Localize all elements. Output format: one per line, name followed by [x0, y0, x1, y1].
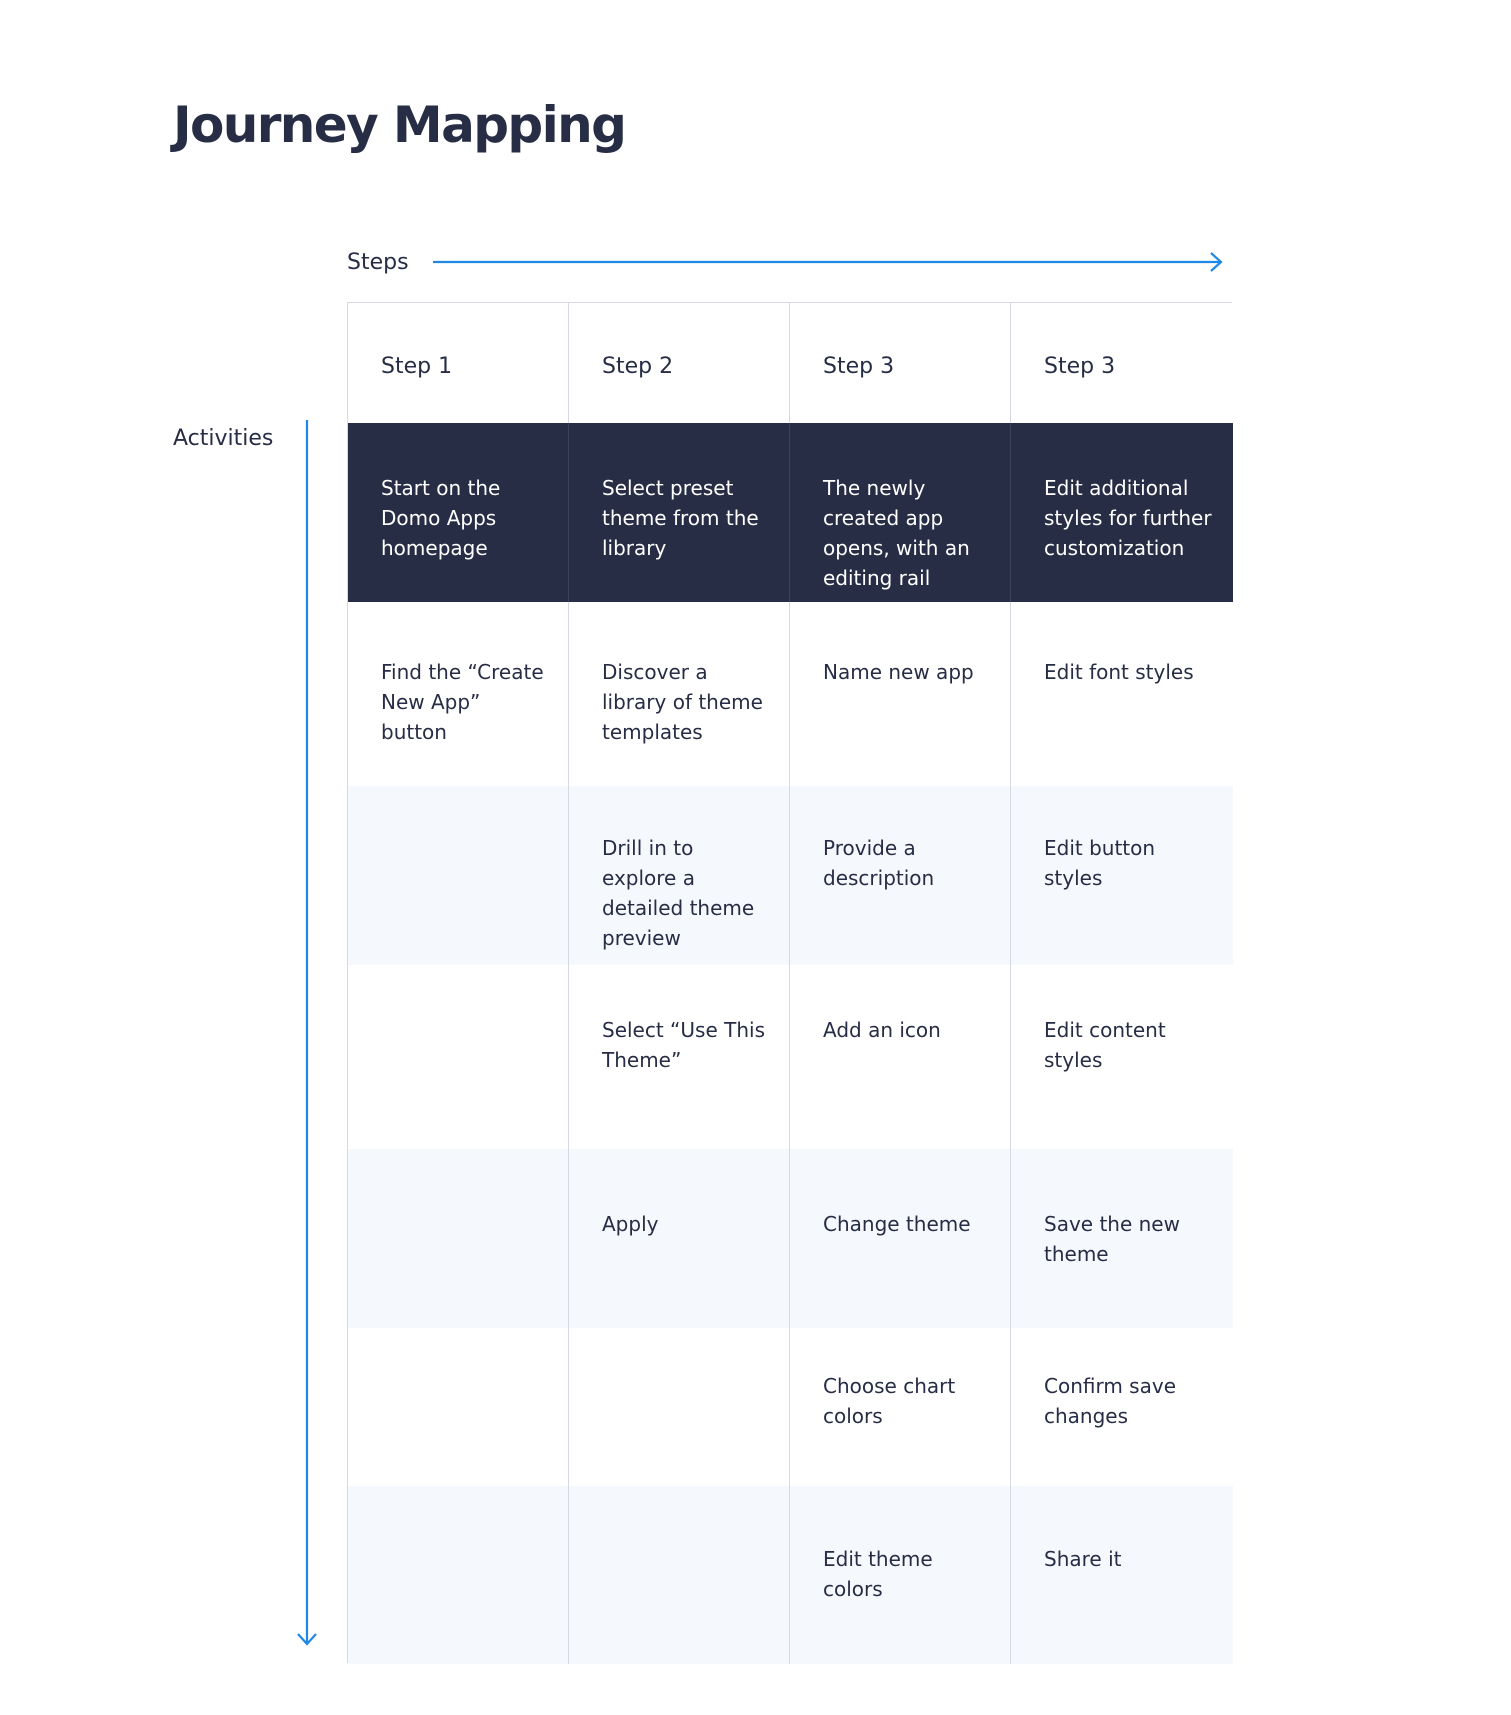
steps-axis-label: Steps	[347, 250, 409, 275]
activity-cell	[348, 965, 569, 1149]
activity-cell: Provide a description	[790, 786, 1011, 965]
column-header: Step 2	[569, 303, 790, 423]
journey-grid: Step 1 Step 2 Step 3 Step 3 Start on the…	[347, 302, 1233, 1664]
step-summary-cell: The newly created app opens, with an edi…	[790, 423, 1011, 602]
column-header: Step 3	[790, 303, 1011, 423]
activity-cell: Name new app	[790, 602, 1011, 786]
activity-cell	[348, 1486, 569, 1664]
activity-cell: Edit content styles	[1011, 965, 1233, 1149]
activity-cell: Add an icon	[790, 965, 1011, 1149]
step-summary-cell: Select preset theme from the library	[569, 423, 790, 602]
column-header: Step 3	[1011, 303, 1233, 423]
activity-cell: Edit button styles	[1011, 786, 1233, 965]
activity-cell: Discover a library of theme templates	[569, 602, 790, 786]
activities-axis-label: Activities	[173, 426, 274, 451]
activity-cell: Find the “Create New App” button	[348, 602, 569, 786]
steps-arrow-icon	[433, 252, 1223, 272]
column-header: Step 1	[348, 303, 569, 423]
activity-cell: Change theme	[790, 1149, 1011, 1328]
page-title: Journey Mapping	[173, 96, 627, 154]
activity-cell: Share it	[1011, 1486, 1233, 1664]
activity-cell	[348, 1328, 569, 1486]
step-summary-cell: Start on the Domo Apps homepage	[348, 423, 569, 602]
activity-cell: Select “Use This Theme”	[569, 965, 790, 1149]
activity-cell: Confirm save changes	[1011, 1328, 1233, 1486]
activity-cell	[569, 1328, 790, 1486]
activity-cell: Edit font styles	[1011, 602, 1233, 786]
activity-cell: Drill in to explore a detailed theme pre…	[569, 786, 790, 965]
activity-cell	[348, 786, 569, 965]
step-summary-cell: Edit additional styles for further custo…	[1011, 423, 1233, 602]
activity-cell: Save the new theme	[1011, 1149, 1233, 1328]
activity-cell	[348, 1149, 569, 1328]
activity-cell: Choose chart colors	[790, 1328, 1011, 1486]
activity-cell: Apply	[569, 1149, 790, 1328]
activity-cell: Edit theme colors	[790, 1486, 1011, 1664]
activities-arrow-icon	[297, 420, 317, 1646]
activity-cell	[569, 1486, 790, 1664]
